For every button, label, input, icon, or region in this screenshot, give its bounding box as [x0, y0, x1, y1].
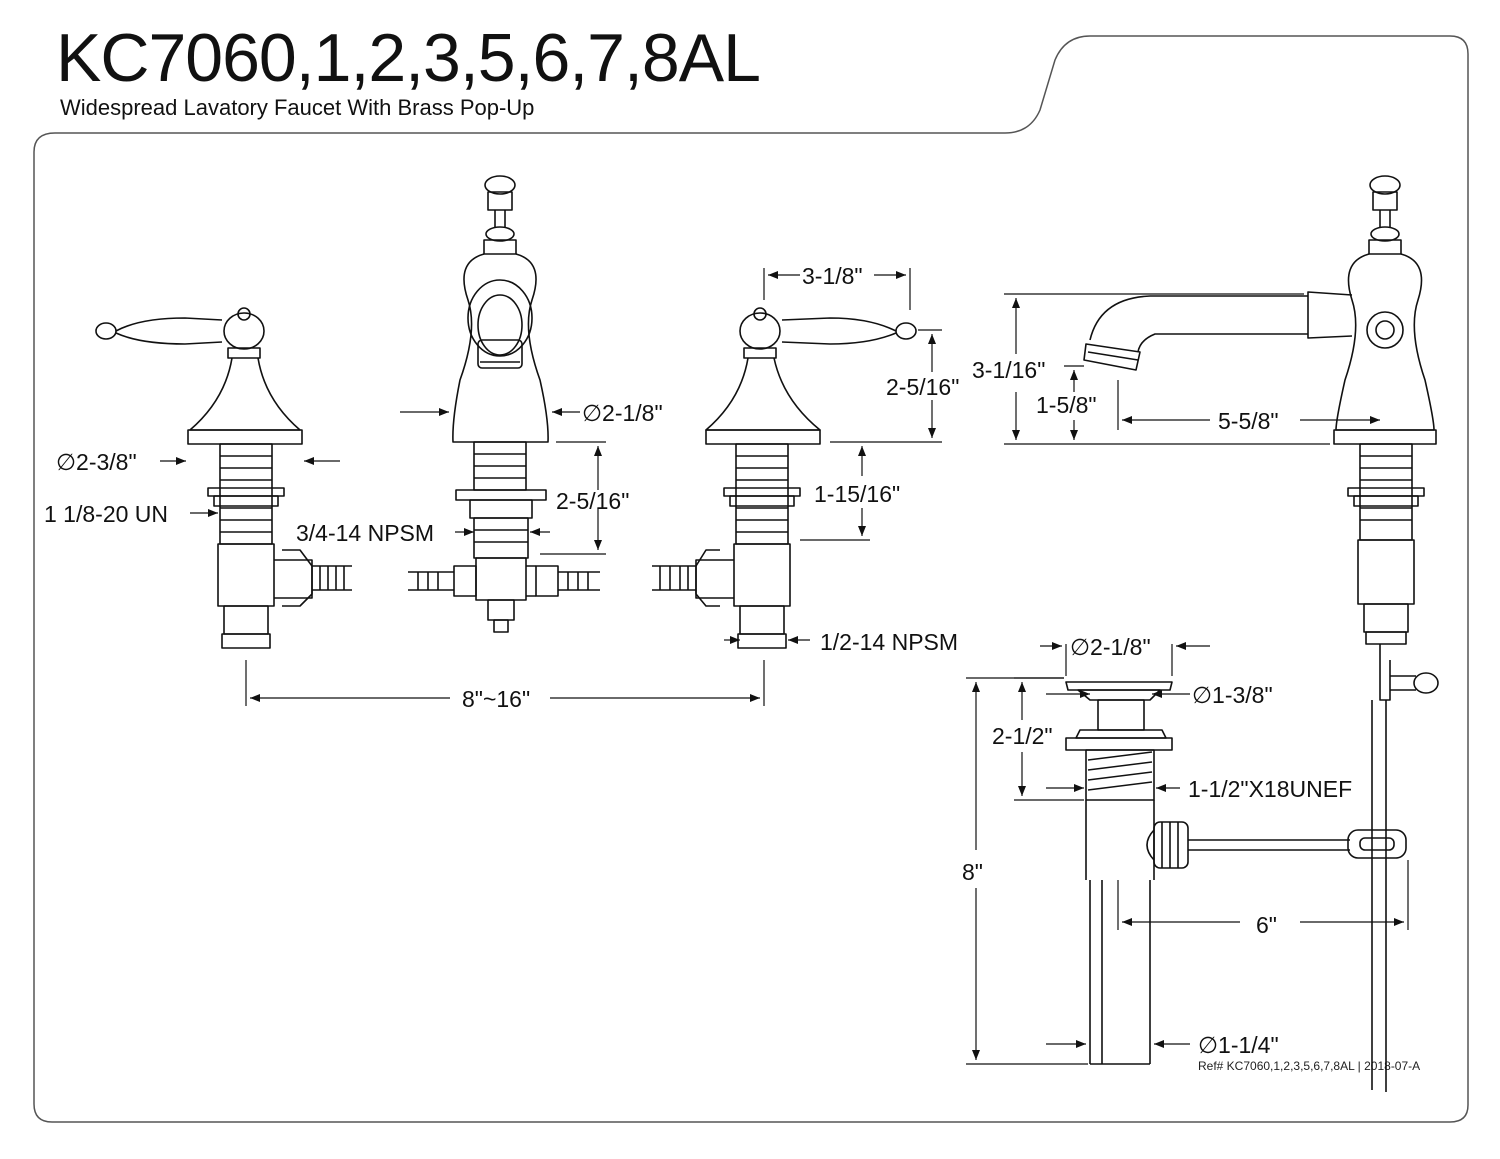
dim-spout-base-diameter: ∅2-1/8" — [582, 400, 663, 426]
side-view-faucet — [1083, 175, 1439, 1092]
dim-drain-length: 8" — [962, 859, 983, 885]
dim-handle-base-diameter: ∅2-3/8" — [56, 449, 137, 475]
dim-handle-thread: 1 1/8-20 UN — [44, 501, 168, 527]
dim-spout-shank: 2-5/16" — [556, 488, 629, 514]
right-handle-valve — [652, 307, 917, 649]
model-title: KC7060,1,2,3,5,6,7,8AL — [56, 20, 761, 96]
popup-drain — [1065, 681, 1407, 1065]
dim-spout-height: 3-1/16" — [972, 357, 1045, 383]
dim-spread: 8"~16" — [462, 686, 530, 712]
dim-drain-flange-height: 2-1/2" — [992, 723, 1053, 749]
dim-aerator-height: 1-5/8" — [1036, 392, 1097, 418]
reference-number: Ref# KC7060,1,2,3,5,6,7,8AL | 2018-07-A — [1198, 1059, 1421, 1073]
center-spout-front — [408, 175, 600, 633]
dim-drain-thread: 1-1/2"X18UNEF — [1188, 776, 1352, 802]
dim-spout-reach: 5-5/8" — [1218, 408, 1279, 434]
dim-drain-body-diameter: ∅1-3/8" — [1192, 682, 1273, 708]
dim-handle-width: 3-1/8" — [802, 263, 863, 289]
drawing-frame — [33, 35, 1469, 1123]
dim-drain-flange-diameter: ∅2-1/8" — [1070, 634, 1151, 660]
product-subtitle: Widespread Lavatory Faucet With Brass Po… — [60, 95, 535, 120]
dim-handle-shank: 1-15/16" — [814, 481, 900, 507]
dim-lift-rod-reach: 6" — [1256, 912, 1277, 938]
dim-handle-height: 2-5/16" — [886, 374, 959, 400]
dim-spout-thread: 3/4-14 NPSM — [296, 520, 434, 546]
left-handle-valve — [95, 307, 352, 649]
dim-supply-thread: 1/2-14 NPSM — [820, 629, 958, 655]
dim-tailpiece-diameter: ∅1-1/4" — [1198, 1032, 1279, 1058]
